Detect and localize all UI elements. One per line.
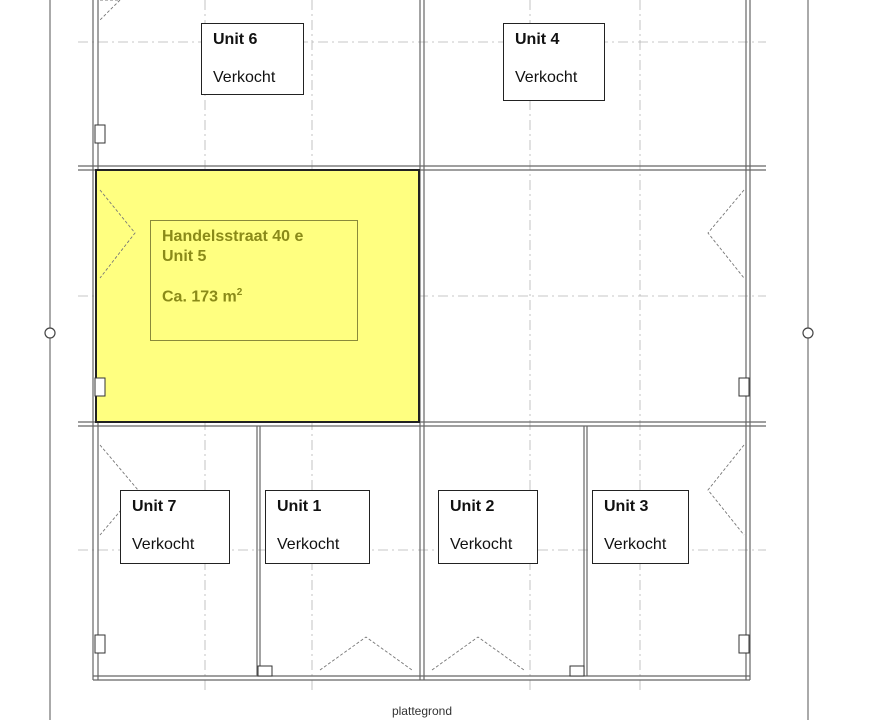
unit-5-highlight bbox=[95, 169, 420, 423]
unit-status: Verkocht bbox=[213, 69, 276, 86]
unit-status: Verkocht bbox=[604, 536, 667, 553]
unit-5-title: Unit 5 bbox=[162, 248, 207, 265]
unit-title: Unit 3 bbox=[604, 498, 649, 515]
building-walls bbox=[78, 0, 766, 681]
unit-title: Unit 4 bbox=[515, 31, 560, 48]
unit-5-label: Handelsstraat 40 e Unit 5 Ca. 173 m2 bbox=[150, 220, 358, 341]
unit-5-address: Handelsstraat 40 e bbox=[162, 228, 304, 245]
unit-status: Verkocht bbox=[132, 536, 195, 553]
unit-title: Unit 7 bbox=[132, 498, 177, 515]
unit-status: Verkocht bbox=[450, 536, 513, 553]
unit-1-label: Unit 1 Verkocht bbox=[265, 490, 370, 564]
small-fixtures bbox=[94, 124, 750, 677]
unit-title: Unit 1 bbox=[277, 498, 322, 515]
plan-caption: plattegrond bbox=[391, 704, 453, 718]
frame-right-handle bbox=[802, 327, 814, 339]
frame-left-handle bbox=[44, 327, 56, 339]
unit-status: Verkocht bbox=[515, 69, 578, 86]
area-superscript: 2 bbox=[236, 287, 243, 298]
unit-2-label: Unit 2 Verkocht bbox=[438, 490, 538, 564]
unit-title: Unit 6 bbox=[213, 31, 258, 48]
door-details bbox=[99, 0, 745, 671]
unit-7-label: Unit 7 Verkocht bbox=[120, 490, 230, 564]
unit-5-area: Ca. 173 m2 bbox=[162, 287, 243, 306]
unit-title: Unit 2 bbox=[450, 498, 495, 515]
unit-3-label: Unit 3 Verkocht bbox=[592, 490, 689, 564]
unit-4-label: Unit 4 Verkocht bbox=[503, 23, 605, 101]
unit-status: Verkocht bbox=[277, 536, 340, 553]
unit-6-label: Unit 6 Verkocht bbox=[201, 23, 304, 95]
